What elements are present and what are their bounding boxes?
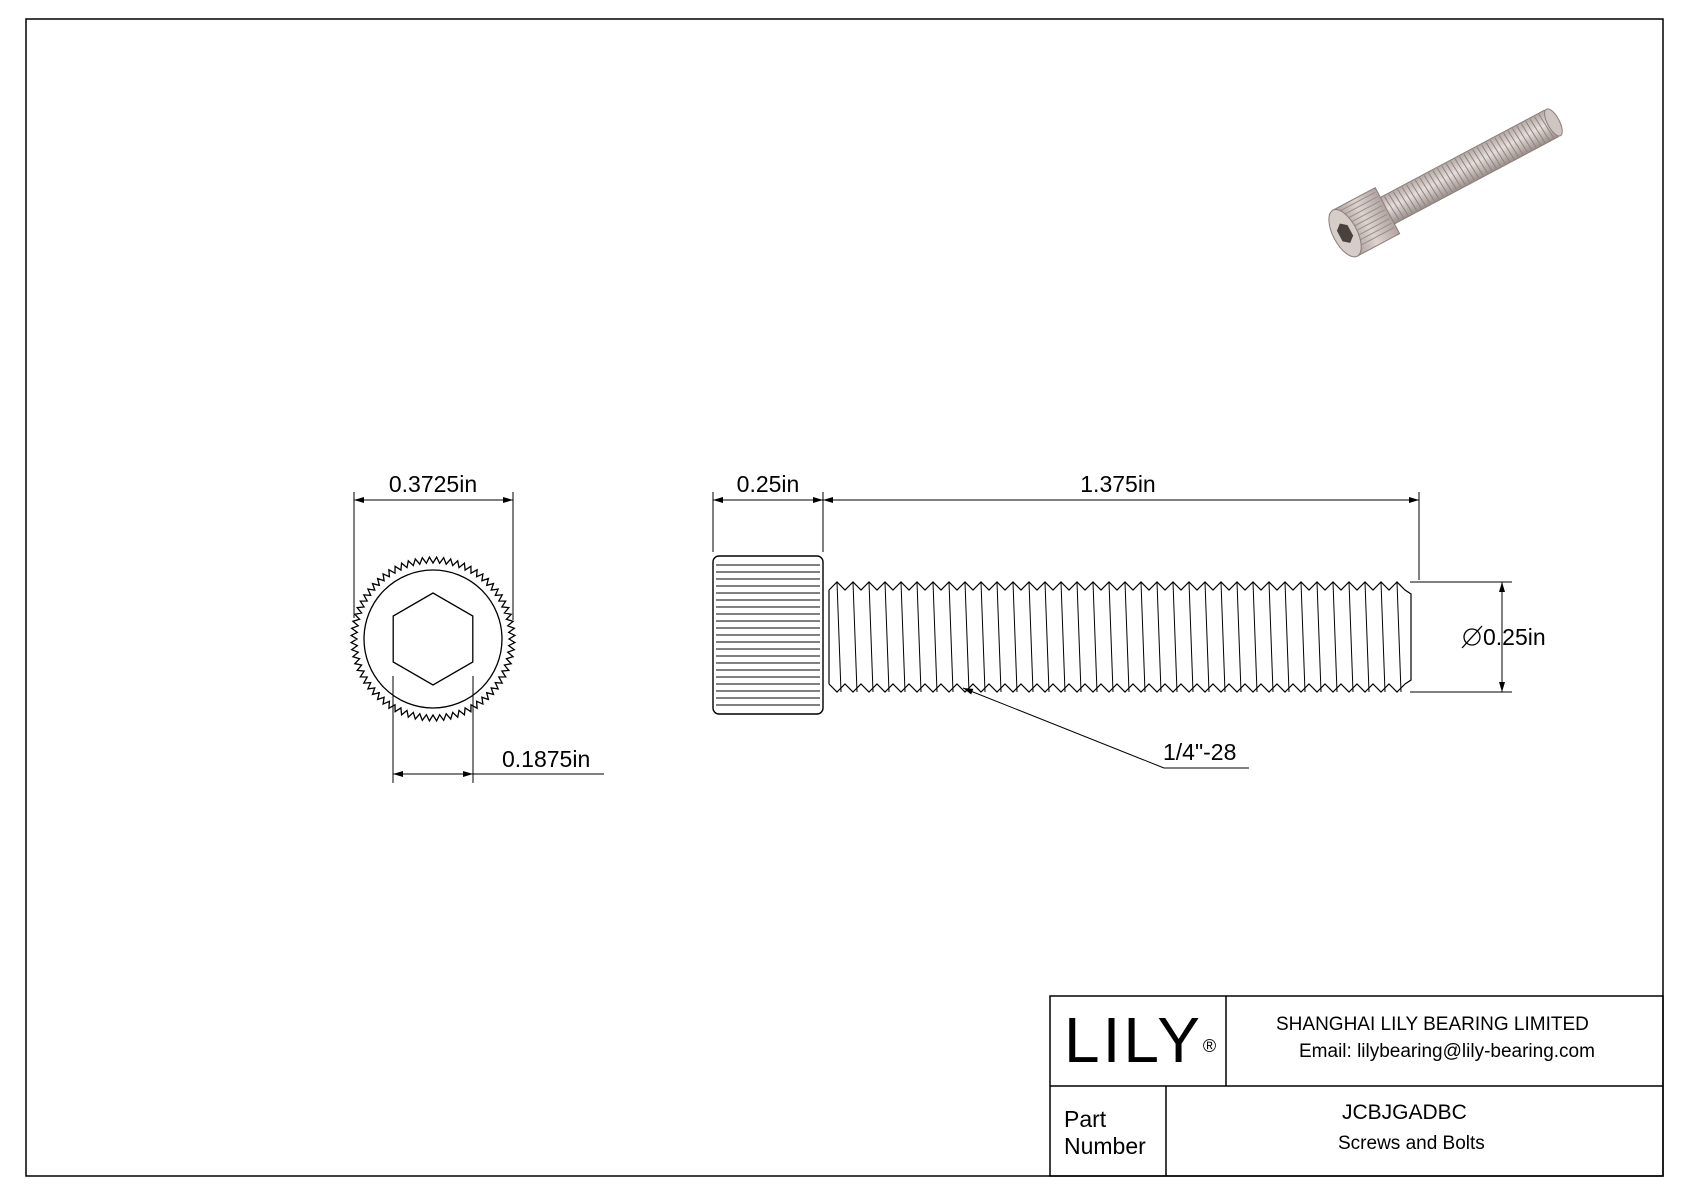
part-label-line1: Part: [1064, 1106, 1107, 1132]
head-inner-circle: [363, 569, 503, 709]
thread-crest-lines: [836, 581, 1402, 693]
thread-outline: [828, 581, 1412, 693]
dim-label-length: 1.375in: [1080, 471, 1155, 497]
company-name: SHANGHAI LILY BEARING LIMITED: [1276, 1014, 1589, 1035]
diameter-symbol: [1461, 625, 1483, 649]
registered-mark: ®: [1202, 1036, 1220, 1056]
sheet-border: [25, 18, 1664, 1177]
part-number: JCBJGADBC: [1342, 1101, 1467, 1124]
part-category: Screws and Bolts: [1338, 1133, 1485, 1154]
dim-label-hex-socket: 0.1875in: [502, 746, 590, 772]
bolt-3d-render: [1328, 108, 1563, 258]
thread-callout-leader: [962, 687, 1165, 769]
side-view: 0.25in 1.375in 0.25in 1/4"-28: [712, 468, 1546, 769]
part-label-line2: Number: [1064, 1133, 1146, 1159]
dim-label-thread-diameter: 0.25in: [1483, 624, 1546, 650]
hex-socket-outline: [392, 592, 474, 686]
head-knurl-lines: [716, 564, 820, 706]
knurled-head-outline: [349, 555, 517, 723]
company-logo: LILY®: [1064, 1005, 1219, 1075]
end-view: 0.3725in 0.1875in: [349, 468, 604, 783]
company-email: Email: lilybearing@lily-bearing.com: [1299, 1041, 1595, 1062]
dim-label-outer-diameter: 0.3725in: [389, 471, 477, 497]
thread-callout-label: 1/4"-28: [1163, 739, 1236, 765]
logo-text: LILY: [1064, 1004, 1203, 1076]
title-block: [1049, 995, 1664, 1177]
bolt-head-outline: [712, 555, 824, 715]
dim-label-head-height: 0.25in: [737, 471, 800, 497]
